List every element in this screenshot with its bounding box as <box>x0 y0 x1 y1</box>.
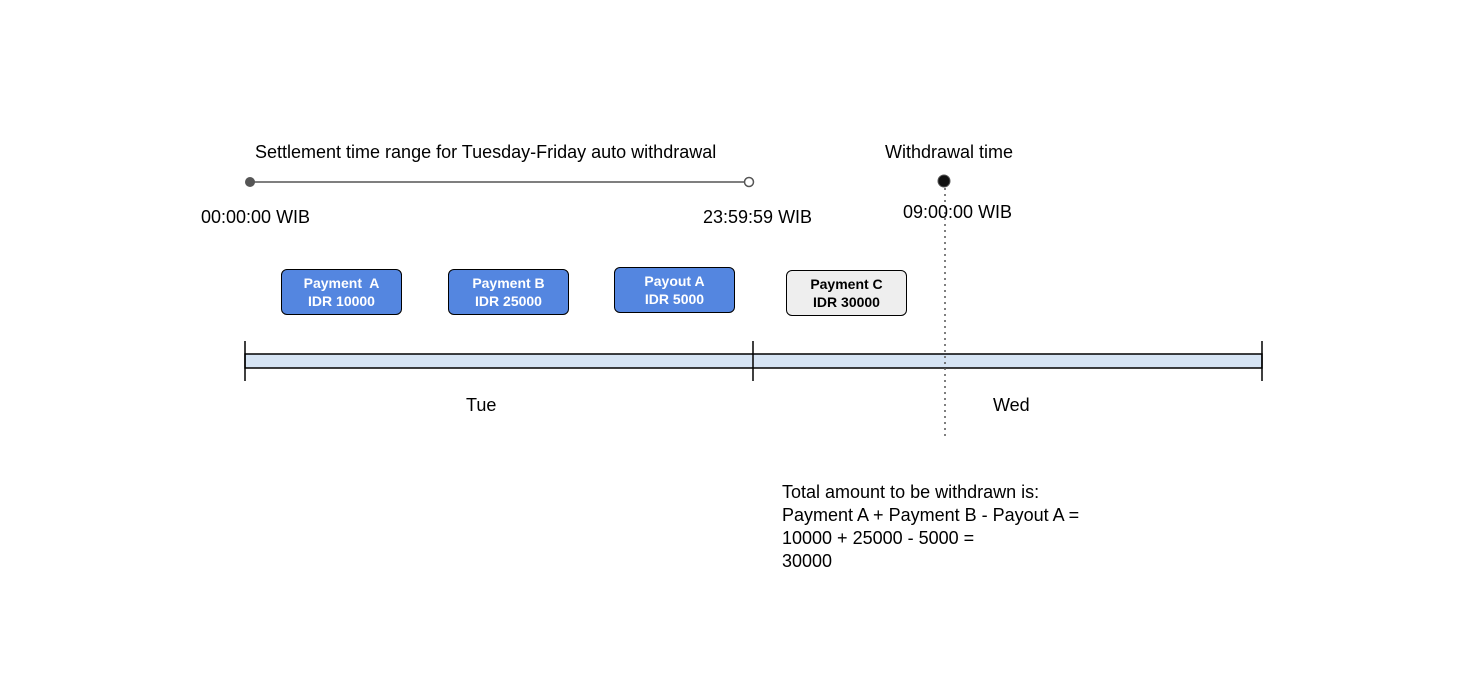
transaction-name: Payout A <box>644 273 705 289</box>
transaction-amount: IDR 5000 <box>644 291 705 307</box>
withdrawal-time-title: Withdrawal time <box>885 142 1014 162</box>
transaction-box-payment-b: Payment B IDR 25000 <box>448 269 569 315</box>
summary-line: Payment A + Payment B - Payout A = <box>782 505 1080 525</box>
day-label-tue: Tue <box>466 395 497 415</box>
day-label-wed: Wed <box>993 395 1030 415</box>
transaction-amount: IDR 25000 <box>475 293 542 309</box>
withdrawal-dot <box>937 174 951 188</box>
settlement-range-title: Settlement time range for Tuesday-Friday… <box>255 142 717 162</box>
summary-line: 10000 + 25000 - 5000 = <box>782 528 975 548</box>
summary-total: 30000 <box>782 551 833 571</box>
transaction-box-payout-a: Payout A IDR 5000 <box>614 267 735 313</box>
transaction-box-payment-a: Payment A IDR 10000 <box>281 269 402 315</box>
range-start-label: 00:00:00 WIB <box>201 207 311 227</box>
transaction-name: Payment C <box>810 276 883 292</box>
withdrawal-time-label: 09:00:00 WIB <box>903 202 1013 222</box>
transaction-name: Payment B <box>472 275 545 291</box>
transaction-name: Payment A <box>303 275 380 291</box>
range-end-dot <box>743 176 755 188</box>
transaction-amount: IDR 30000 <box>813 294 880 310</box>
range-end-label: 23:59:59 WIB <box>703 207 813 227</box>
range-start-dot <box>245 177 255 187</box>
transaction-box-payment-c: Payment C IDR 30000 <box>786 270 907 316</box>
transaction-amount: IDR 10000 <box>308 293 375 309</box>
summary-line: Total amount to be withdrawn is: <box>782 482 1040 502</box>
withdrawal-summary: Total amount to be withdrawn is: Payment… <box>782 481 1079 573</box>
